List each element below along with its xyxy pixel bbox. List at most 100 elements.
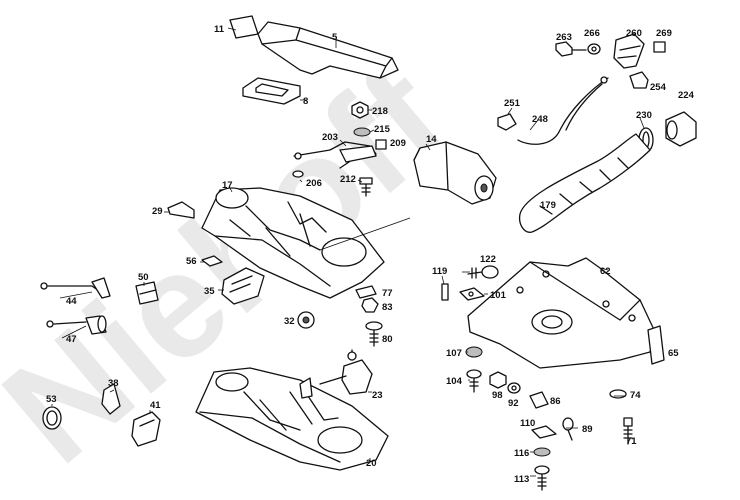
part-266-washer: [587, 43, 601, 55]
part-110-clip-nut: [531, 425, 557, 439]
part-92-washer: [507, 382, 521, 394]
part-5-air-duct: [257, 21, 399, 79]
label-part-11: 11: [214, 24, 225, 35]
label-part-230: 230: [636, 110, 652, 121]
label-part-47: 47: [66, 334, 77, 345]
label-part-101: 101: [490, 290, 507, 301]
label-part-8: 8: [303, 96, 308, 107]
label-part-62: 62: [600, 266, 611, 277]
part-32-cap: [297, 311, 315, 329]
label-part-20: 20: [366, 458, 377, 469]
label-part-14: 14: [426, 134, 437, 145]
part-77-clip: [355, 285, 377, 299]
part-224-connector: [665, 111, 697, 147]
label-part-74: 74: [630, 390, 641, 401]
part-215-grommet: [353, 127, 371, 137]
part-104-screw: [466, 369, 482, 393]
label-part-53: 53: [46, 394, 57, 405]
part-41-bracket: [131, 411, 161, 447]
part-203-lever: [293, 141, 377, 169]
part-251-clip: [497, 113, 517, 131]
label-part-104: 104: [446, 376, 463, 387]
part-89-screw: [562, 417, 574, 441]
part-218-nut: [351, 101, 369, 119]
part-122-screw: [467, 265, 499, 279]
part-23-vacuum-actuator: [299, 349, 373, 399]
part-11-gasket: [229, 15, 259, 39]
part-113-screw: [534, 465, 550, 491]
label-part-98: 98: [492, 390, 503, 401]
label-part-251: 251: [504, 98, 521, 109]
part-8-seal: [242, 77, 301, 105]
label-part-206: 206: [306, 178, 322, 189]
label-part-119: 119: [432, 266, 447, 277]
label-part-29: 29: [152, 206, 163, 217]
part-269-clip: [653, 41, 666, 53]
label-part-41: 41: [150, 400, 161, 411]
label-part-35: 35: [204, 286, 215, 297]
label-part-17: 17: [222, 180, 233, 191]
label-part-80: 80: [382, 334, 393, 345]
label-part-89: 89: [582, 424, 593, 435]
label-part-266: 266: [584, 28, 600, 39]
label-part-107: 107: [446, 348, 462, 359]
label-part-83: 83: [382, 302, 393, 313]
part-86-clip: [529, 391, 549, 409]
label-part-116: 116: [514, 448, 529, 459]
label-part-23: 23: [372, 390, 383, 401]
part-53-ring: [42, 406, 62, 430]
part-50-bracket: [135, 281, 159, 305]
part-107-grommet: [465, 346, 483, 358]
label-part-5: 5: [332, 32, 338, 43]
part-56-clip: [201, 255, 223, 267]
part-47-vacuum-element: [46, 315, 107, 335]
label-part-113: 113: [514, 474, 529, 485]
label-part-56: 56: [186, 256, 197, 267]
label-part-65: 65: [668, 348, 679, 359]
label-part-263: 263: [556, 32, 572, 43]
part-98-nut: [489, 371, 507, 389]
part-119-bracket: [441, 283, 449, 301]
label-part-50: 50: [138, 272, 149, 283]
label-part-38: 38: [108, 378, 119, 389]
label-part-218: 218: [372, 106, 388, 117]
part-206-washer: [292, 170, 304, 178]
part-44-vacuum-element: [40, 277, 111, 299]
label-part-203: 203: [322, 132, 338, 143]
label-part-209: 209: [390, 138, 406, 149]
part-65-seal-strip: [647, 325, 665, 365]
part-254-bracket: [629, 71, 649, 89]
label-part-269: 269: [656, 28, 672, 39]
part-38-bracket: [101, 383, 121, 415]
part-71-screw: [623, 417, 633, 445]
label-part-44: 44: [66, 296, 77, 307]
label-part-254: 254: [650, 82, 667, 93]
part-20-lower-housing: [195, 367, 389, 471]
label-part-215: 215: [374, 124, 391, 135]
label-part-212: 212: [340, 174, 356, 185]
part-179-air-hose: [518, 133, 651, 233]
label-part-77: 77: [382, 288, 393, 299]
label-part-110: 110: [520, 418, 535, 429]
part-260-cable-holder: [613, 33, 645, 69]
part-14-blower-motor: [413, 141, 497, 205]
part-83-nut: [361, 297, 379, 313]
label-part-179: 179: [540, 200, 556, 211]
label-part-32: 32: [284, 316, 295, 327]
label-part-224: 224: [678, 90, 695, 101]
label-part-71: 71: [626, 436, 637, 447]
part-17-upper-housing: [201, 187, 385, 299]
part-80-screw: [365, 321, 383, 347]
part-209-clip: [375, 139, 387, 150]
label-part-248: 248: [532, 114, 548, 125]
label-part-92: 92: [508, 398, 519, 409]
label-part-122: 122: [480, 254, 496, 265]
part-74-washer: [609, 389, 627, 399]
part-263-bolt: [555, 41, 587, 57]
part-248-bowden-cable: [517, 76, 609, 145]
label-part-260: 260: [626, 28, 642, 39]
part-116-grommet: [533, 447, 551, 457]
part-29-bracket: [167, 201, 195, 219]
